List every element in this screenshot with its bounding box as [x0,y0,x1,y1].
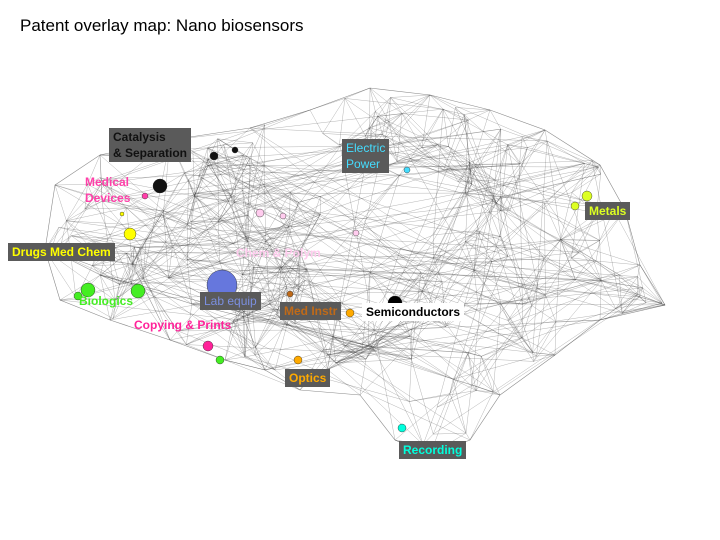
node-copying [202,340,214,352]
node-optics [293,355,303,365]
node-drugs [123,227,137,241]
label-recording: Recording [399,441,467,459]
label-semiconductors: Semiconductors [362,303,465,321]
node-metals [581,190,593,202]
label-catalysis-separation: Catalysis & Separation [109,128,192,162]
label-optics: Optics [285,369,331,387]
node-med-instr-2 [345,308,355,318]
label-metals: Metals [585,202,631,220]
label-medical-devices: Medical Devices [85,175,131,205]
node-catalysis-3 [231,146,239,154]
label-med-instr: Med Instr [280,302,342,320]
node-chem-polym [255,208,265,218]
node-electric-power [403,166,411,174]
network-nodes [73,146,593,433]
label-drugs-med-chem: Drugs Med Chem [8,243,115,261]
map-outline [44,87,666,456]
label-chem-polym: Chem & Polym [236,246,321,260]
label-copying-prints: Copying & Prints [134,318,232,332]
node-biologics [80,282,96,298]
network-edges [44,87,666,456]
node-metals-2 [570,201,580,211]
edge-mesh [44,87,666,456]
label-electric-power: Electric Power [342,139,390,173]
node-medical [141,192,149,200]
node-catalysis-2 [209,151,219,161]
node-chem-polym-3 [352,229,360,237]
node-recording [397,423,407,433]
label-lab-equip: Lab equip [200,292,261,310]
node-chem-polym-2 [279,212,287,220]
node-drugs-2 [119,211,125,217]
label-biologics: Biologics [79,294,134,308]
node-copying-green [215,355,225,365]
node-med-instr [286,290,294,298]
node-biologics-3 [73,291,83,301]
node-catalysis [152,178,168,194]
node-biologics-2 [130,283,146,299]
map-title: Patent overlay map: Nano biosensors [20,16,304,35]
